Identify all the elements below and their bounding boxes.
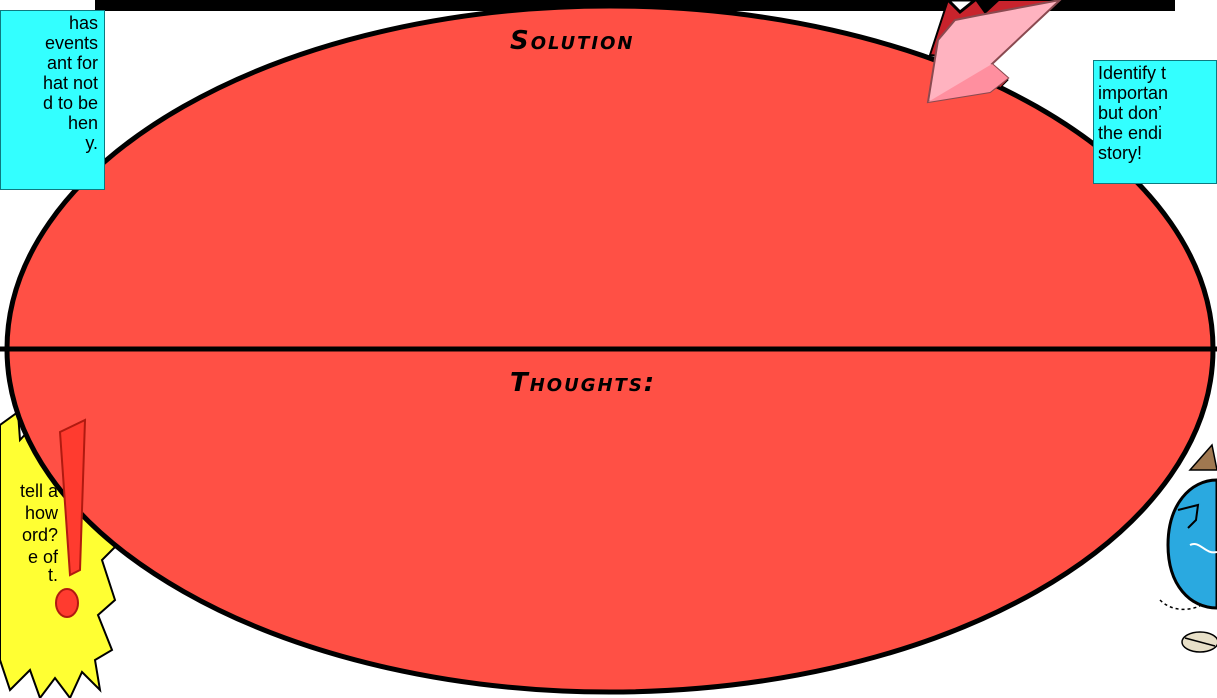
burst-text: tell a how ord? e of t. xyxy=(0,480,58,670)
note-left-line: has xyxy=(68,13,98,33)
note-left-line: hat not xyxy=(42,73,98,93)
thoughts-title: Thoughts: xyxy=(510,368,657,398)
note-left-line: y. xyxy=(85,133,98,153)
note-right-line: importan xyxy=(1098,83,1169,103)
note-left-line: hen xyxy=(67,113,98,133)
note-right-line: the endi xyxy=(1098,123,1163,143)
burst-line: tell a xyxy=(19,481,58,501)
note-left-line: events xyxy=(44,33,98,53)
note-left: has events ant for hat not d to be hen y… xyxy=(0,10,105,190)
burst-line: how xyxy=(24,503,58,523)
burst-line: t. xyxy=(47,565,58,585)
note-right-line: Identify t xyxy=(1098,63,1167,83)
burst-line: e of xyxy=(27,547,58,567)
note-right-line: but don’ xyxy=(1098,103,1163,123)
globe-clipart-icon xyxy=(1159,443,1217,653)
pencil-arrow-icon xyxy=(926,0,1062,104)
note-left-line: ant for xyxy=(46,53,98,73)
solution-title: Solution xyxy=(510,26,635,56)
note-left-line: d to be xyxy=(42,93,98,113)
burst-line: ord? xyxy=(21,525,58,545)
exclamation-icon xyxy=(55,418,87,618)
note-right: Identify t importan but don’ the endi st… xyxy=(1093,60,1217,184)
note-right-line: story! xyxy=(1098,143,1143,163)
